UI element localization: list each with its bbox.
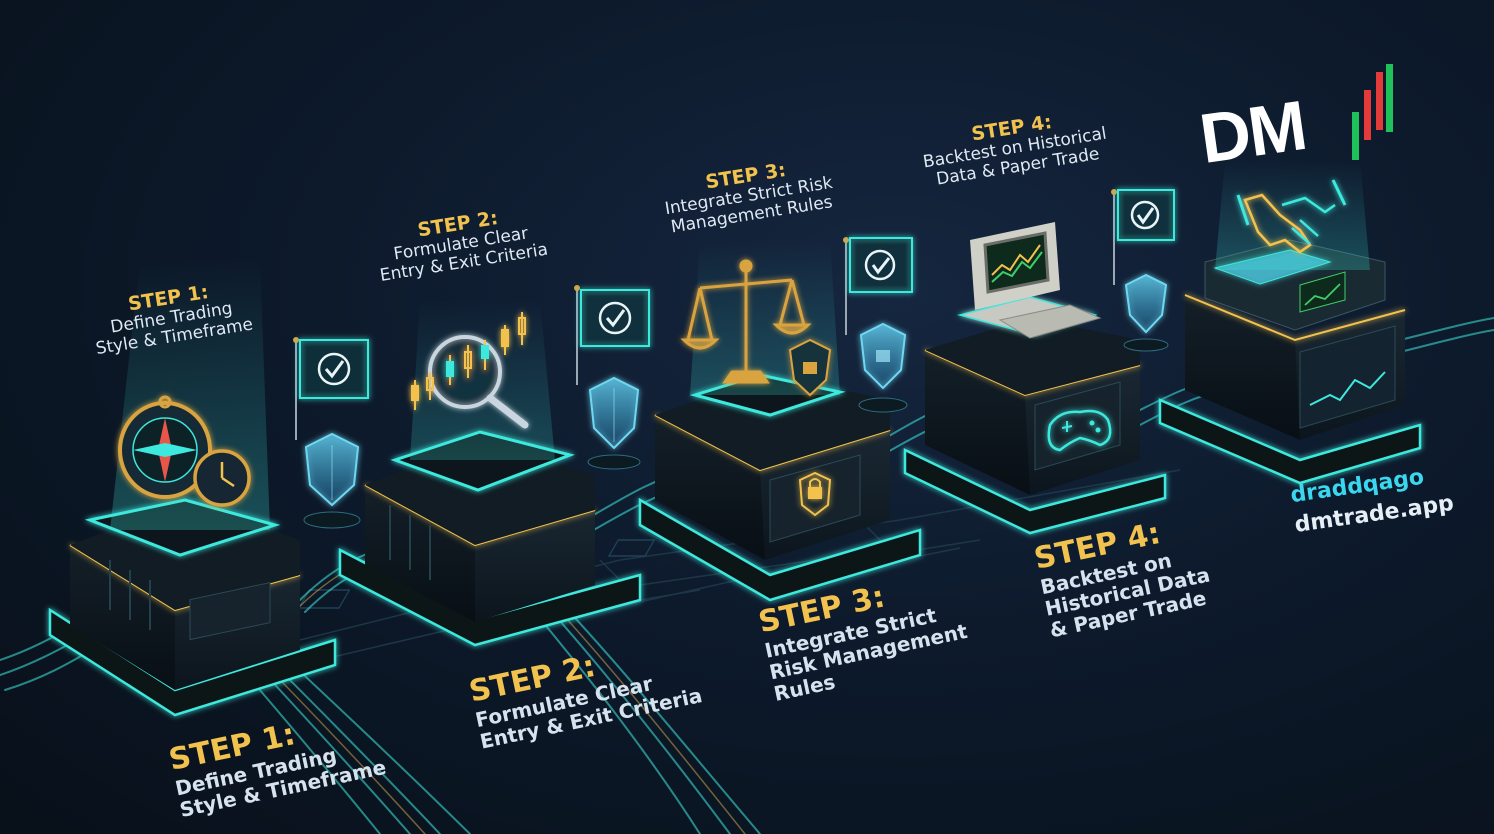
step-3-pedestal (638, 373, 922, 602)
magnifier-candlestick-icon (411, 312, 529, 429)
step-3-shield-lock (788, 338, 832, 397)
balance-scale-icon (680, 259, 812, 384)
step-4-shield (1123, 273, 1169, 352)
step-4-pedestal (903, 318, 1167, 535)
checkmark-flag-icon (317, 352, 351, 386)
gamepad-icon (1047, 409, 1112, 452)
compass-clock-icon (118, 395, 251, 507)
step-2-shield (587, 376, 641, 470)
step-2-flag (574, 285, 650, 385)
final-pedestal (1158, 239, 1422, 485)
step-3-flag (843, 237, 913, 335)
lock-icon (798, 471, 832, 517)
step-4-flag (1111, 189, 1175, 285)
checkmark-flag-icon (864, 249, 896, 281)
step-1-flag (293, 337, 369, 440)
retro-computer-icon (957, 222, 1102, 339)
handshake-icon (1236, 179, 1347, 254)
step-1-shield (303, 432, 361, 529)
step-2-pedestal (338, 430, 642, 647)
step-3-shield (858, 322, 908, 413)
logo-bars (1352, 64, 1393, 160)
checkmark-flag-icon (598, 301, 632, 335)
checkmark-flag-icon (1130, 200, 1160, 230)
brand-logo: DM (1195, 86, 1310, 178)
final-beam (1215, 160, 1370, 270)
